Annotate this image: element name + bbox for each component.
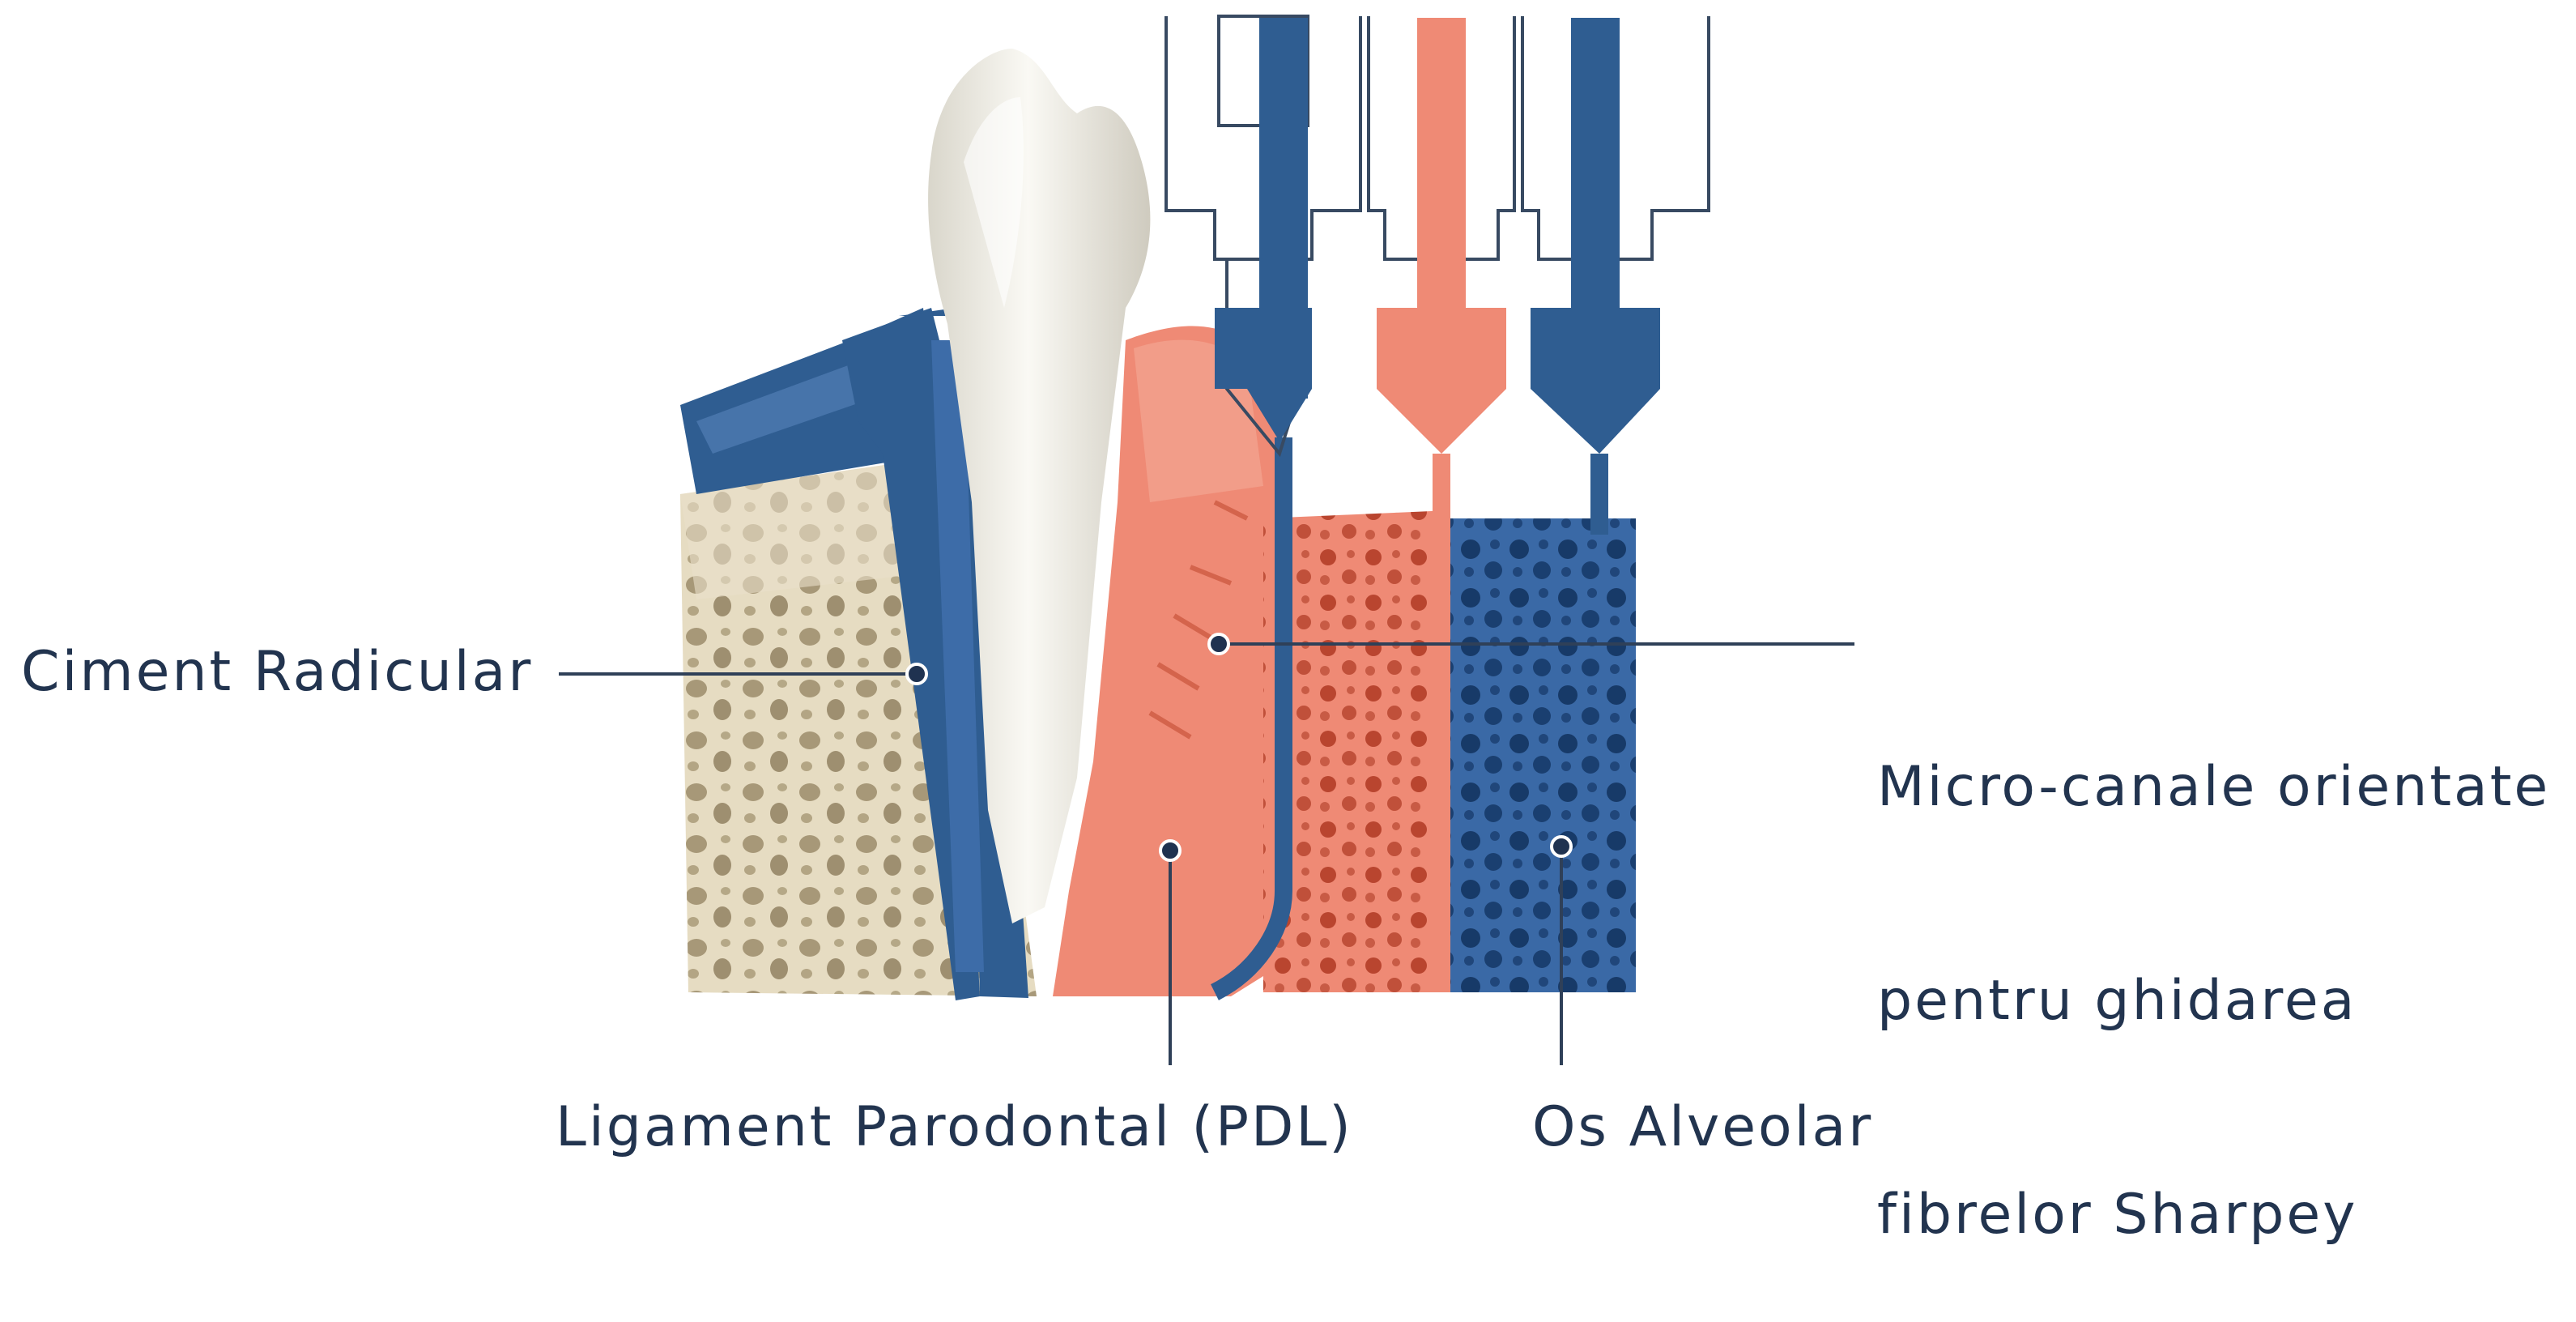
label-micro-canale-line-2: pentru ghidarea xyxy=(1877,966,2550,1037)
label-micro-canale: Micro-canale orientate pentru ghidarea f… xyxy=(1877,609,2550,1322)
nozzle-salmon-middle xyxy=(1369,16,1514,454)
label-os-alveolar: Os Alveolar xyxy=(1532,1092,1873,1163)
nozzle-blue-right xyxy=(1522,16,1709,454)
label-ligament-parodontal: Ligament Parodontal (PDL) xyxy=(556,1092,1353,1163)
print-nozzles xyxy=(1166,16,1709,454)
label-micro-canale-line-3: fibrelor Sharpey xyxy=(1877,1179,2550,1251)
label-ciment-radicular: Ciment Radicular xyxy=(21,637,533,708)
label-micro-canale-line-1: Micro-canale orientate xyxy=(1877,752,2550,823)
blue-porous-scaffold xyxy=(1450,518,1636,992)
